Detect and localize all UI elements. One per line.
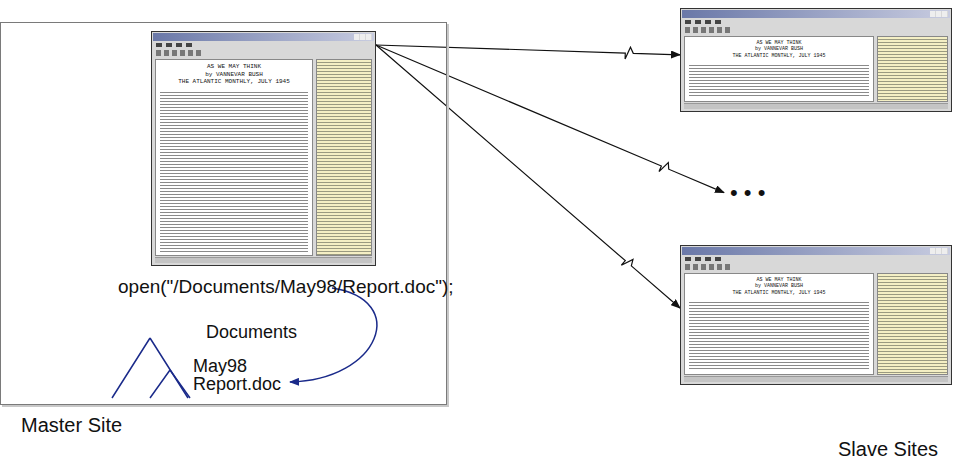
- document-heading: by VANNEVAR BUSH: [689, 46, 869, 52]
- title-bar: [682, 10, 950, 18]
- window-buttons: [930, 248, 948, 254]
- document-pane: AS WE MAY THINKby VANNEVAR BUSHTHE ATLAN…: [684, 273, 874, 375]
- document-heading: THE ATLANTIC MONTHLY, JULY 1945: [689, 53, 869, 59]
- folder-name: May98: [193, 356, 247, 377]
- network-arrow: [376, 45, 680, 308]
- thumbnail-strip: [316, 59, 372, 256]
- document-window: AS WE MAY THINKby VANNEVAR BUSHTHE ATLAN…: [680, 245, 952, 385]
- tool-bar: [685, 27, 731, 33]
- site-label: Master Site: [21, 414, 122, 437]
- thumbnail-strip: [877, 273, 948, 375]
- resolve-arrow: [290, 288, 377, 382]
- title-bar: [682, 247, 950, 255]
- directory-tree: [112, 338, 190, 398]
- document-heading: AS WE MAY THINK: [689, 40, 869, 46]
- site-panel: AS WE MAY THINKby VANNEVAR BUSHTHE ATLAN…: [0, 22, 447, 405]
- document-heading: by VANNEVAR BUSH: [689, 283, 869, 289]
- file-name: Report.doc: [193, 374, 281, 395]
- document-pane: AS WE MAY THINKby VANNEVAR BUSHTHE ATLAN…: [684, 36, 874, 102]
- document-heading: by VANNEVAR BUSH: [160, 71, 308, 79]
- menu-bar: [685, 257, 725, 261]
- code-line: open("/Documents/May98/Report.doc");: [118, 276, 454, 298]
- document-heading: AS WE MAY THINK: [689, 277, 869, 283]
- status-bar: [684, 103, 948, 109]
- document-body: [160, 90, 308, 253]
- document-heading: AS WE MAY THINK: [160, 63, 308, 71]
- tool-bar: [156, 50, 202, 56]
- document-body: [689, 63, 869, 98]
- site-label: Slave Sites: [838, 438, 938, 461]
- network-arrow: [376, 45, 724, 193]
- title-bar: [153, 33, 374, 41]
- thumbnail-strip: [877, 36, 948, 102]
- document-window: AS WE MAY THINKby VANNEVAR BUSHTHE ATLAN…: [680, 8, 952, 112]
- network-arrow: [376, 45, 680, 59]
- document-body: [689, 300, 869, 371]
- window-buttons: [930, 11, 948, 17]
- menu-bar: [156, 43, 196, 47]
- menu-bar: [685, 20, 725, 24]
- window-buttons: [354, 34, 372, 40]
- document-heading: THE ATLANTIC MONTHLY, JULY 1945: [689, 290, 869, 296]
- folder-name: Documents: [206, 322, 297, 343]
- tool-bar: [685, 264, 731, 270]
- status-bar: [684, 376, 948, 382]
- document-window: AS WE MAY THINKby VANNEVAR BUSHTHE ATLAN…: [151, 31, 376, 266]
- status-bar: [155, 257, 372, 263]
- document-heading: THE ATLANTIC MONTHLY, JULY 1945: [160, 78, 308, 86]
- document-pane: AS WE MAY THINKby VANNEVAR BUSHTHE ATLAN…: [155, 59, 313, 256]
- ellipsis: • • •: [730, 180, 765, 205]
